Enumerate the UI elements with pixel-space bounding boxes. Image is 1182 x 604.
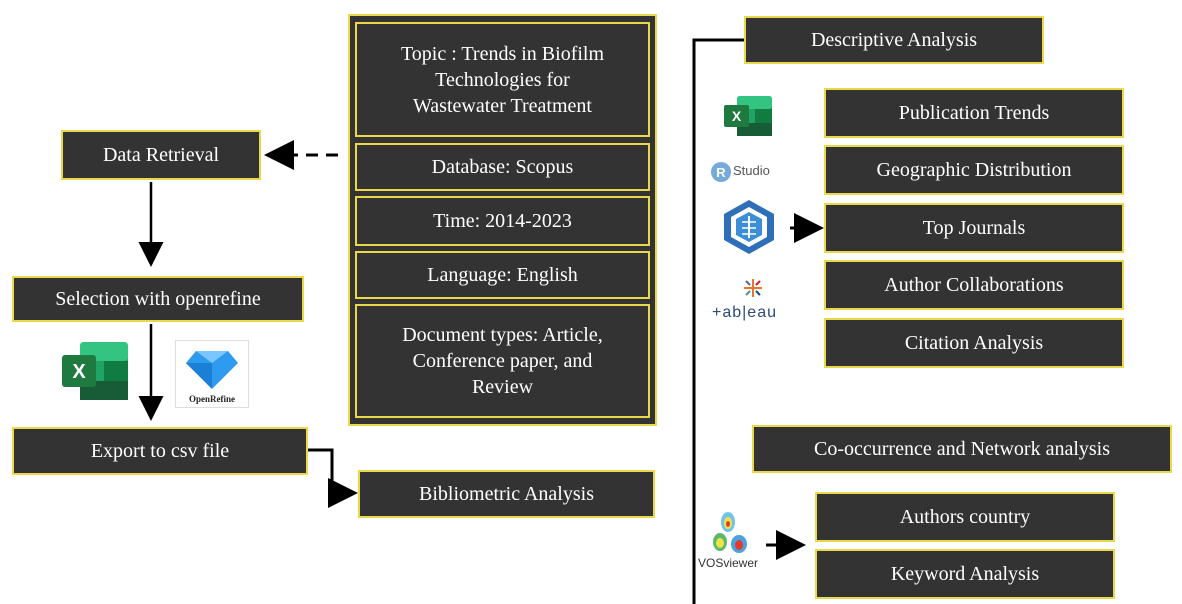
vosviewer-label: VOSviewer (698, 556, 759, 570)
openrefine-icon: OpenRefine (175, 340, 249, 408)
svg-text:X: X (732, 108, 742, 124)
tableau-label: +ab|eau (712, 304, 777, 321)
time-box: Time: 2014-2023 (355, 196, 650, 246)
keyword-analysis-box: Keyword Analysis (815, 549, 1115, 599)
network-analysis-title: Co-occurrence and Network analysis (752, 425, 1172, 473)
export-box: Export to csv file (12, 427, 308, 475)
authors-country-box: Authors country (815, 492, 1115, 542)
document-types-box: Document types: Article, Conference pape… (355, 304, 650, 418)
bibliometrix-icon (720, 198, 778, 256)
publication-trends-box: Publication Trends (824, 88, 1124, 138)
arrow-export-to-bibliometric (308, 448, 358, 508)
descriptive-analysis-title: Descriptive Analysis (744, 16, 1044, 64)
bibliometric-analysis-box: Bibliometric Analysis (358, 470, 655, 518)
svg-text:R: R (716, 165, 726, 180)
citation-analysis-box: Citation Analysis (824, 318, 1124, 368)
top-journals-box: Top Journals (824, 203, 1124, 253)
excel-icon: X (62, 342, 128, 400)
topic-box: Topic : Trends in Biofilm Technologies f… (355, 22, 650, 137)
descriptive-bracket-line (692, 38, 744, 604)
svg-text:OpenRefine: OpenRefine (189, 394, 235, 404)
tableau-icon: +ab|eau (712, 276, 794, 326)
rstudio-icon: R Studio (710, 160, 790, 184)
rstudio-label: Studio (733, 163, 770, 178)
language-box: Language: English (355, 251, 650, 299)
svg-text:X: X (72, 361, 86, 383)
database-box: Database: Scopus (355, 143, 650, 191)
selection-box: Selection with openrefine (12, 276, 304, 322)
excel-icon-small: X (724, 96, 772, 136)
author-collaborations-box: Author Collaborations (824, 260, 1124, 310)
vosviewer-icon: VOSviewer (698, 506, 762, 574)
geographic-distribution-box: Geographic Distribution (824, 145, 1124, 195)
data-retrieval-box: Data Retrieval (61, 130, 261, 180)
